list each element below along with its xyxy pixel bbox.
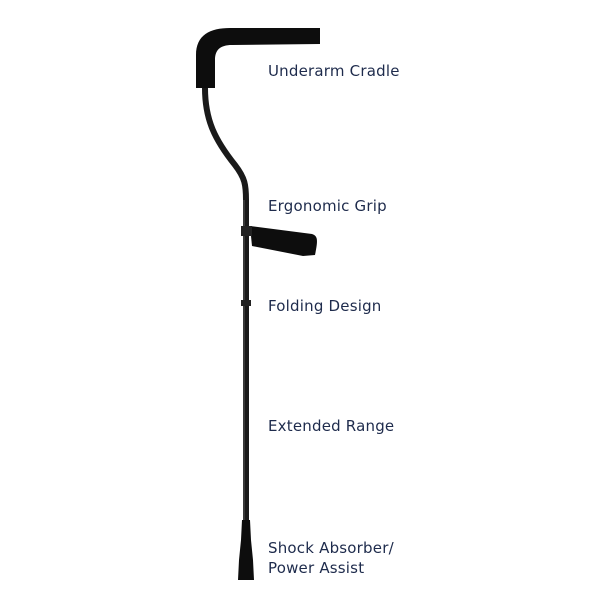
label-folding-design: Folding Design: [268, 297, 382, 315]
label-shock-absorber: Shock Absorber/: [268, 539, 394, 557]
folding-joint: [241, 300, 251, 306]
label-underarm-cradle: Underarm Cradle: [268, 62, 400, 80]
label-power-assist: Power Assist: [268, 559, 365, 577]
shock-absorber-tip: [238, 520, 254, 580]
crutch-shaft: [202, 87, 249, 520]
label-ergonomic-grip: Ergonomic Grip: [268, 197, 387, 215]
ergonomic-grip: [250, 226, 317, 256]
label-extended-range: Extended Range: [268, 417, 395, 435]
underarm-cradle-pad: [196, 28, 320, 88]
grip-collar: [241, 226, 252, 236]
